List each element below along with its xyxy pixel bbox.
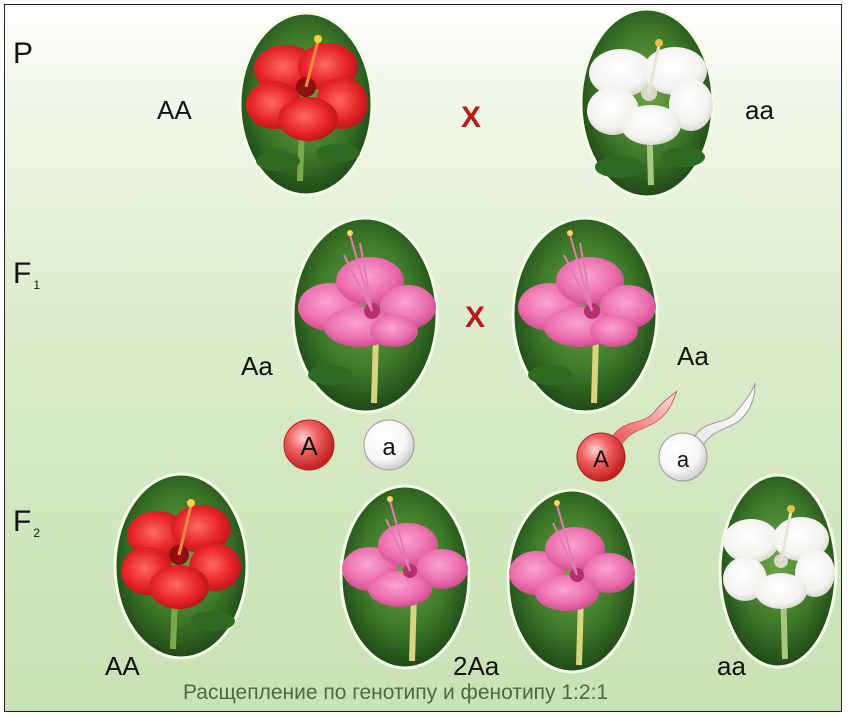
egg-gamete-recessive-label: a — [382, 434, 396, 461]
f2-subscript: 2 — [33, 526, 40, 540]
f2-pink-flower-1 — [338, 483, 472, 671]
egg-gamete-recessive: a — [361, 417, 417, 473]
parent-cross-symbol: X — [461, 103, 481, 133]
f2-left-genotype: AA — [105, 653, 140, 679]
f1-letter: F — [13, 257, 31, 290]
f2-white-flower — [717, 471, 839, 671]
f1-right-genotype: Aa — [677, 343, 709, 369]
parent-right-genotype: aa — [745, 97, 774, 123]
f2-right-genotype: aa — [717, 653, 746, 679]
f2-middle-genotype: 2Aa — [453, 653, 499, 679]
f1-cross-symbol: X — [465, 303, 485, 333]
f1-left-genotype: Aa — [241, 353, 273, 379]
egg-gamete-dominant-label: A — [300, 431, 318, 461]
parent-left-genotype: AA — [157, 97, 192, 123]
f1-subscript: 1 — [33, 278, 40, 292]
egg-gamete-dominant: A — [281, 417, 337, 473]
parent-generation-label: P — [13, 39, 33, 69]
f2-pink-flower-2 — [505, 487, 639, 675]
parent-white-flower — [579, 7, 715, 199]
sperm-gamete-dominant-label: A — [593, 446, 609, 473]
f2-letter: F — [13, 505, 31, 538]
f1-right-pink-flower — [510, 215, 660, 415]
segregation-caption: Расщепление по генотипу и фенотипу 1:2:1 — [183, 681, 608, 705]
parent-red-flower — [238, 11, 374, 197]
f1-left-pink-flower — [290, 215, 440, 415]
sperm-gamete-recessive-label: a — [677, 447, 690, 472]
f2-red-flower — [113, 471, 249, 661]
